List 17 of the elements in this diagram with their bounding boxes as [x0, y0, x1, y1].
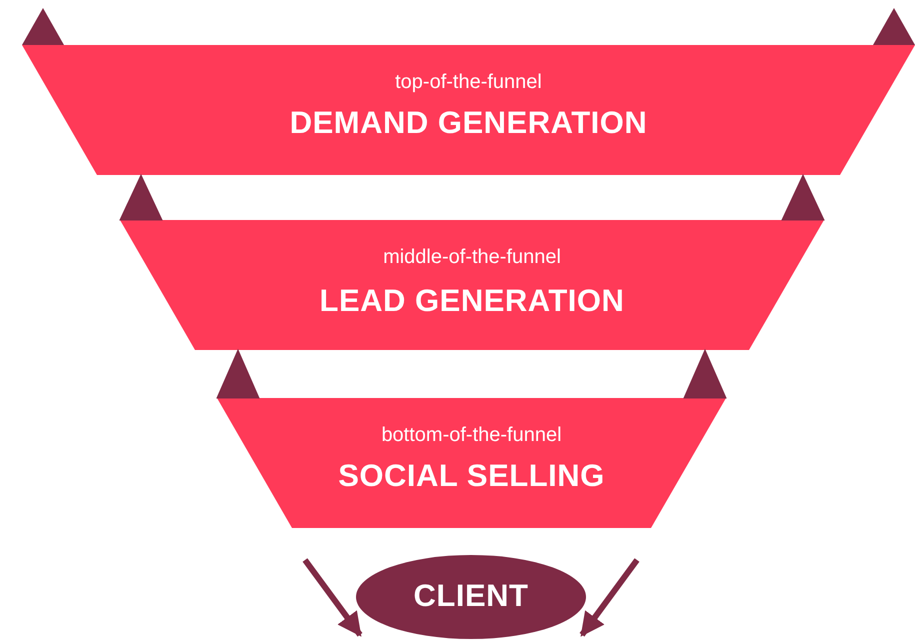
- stage-title: LEAD GENERATION: [318, 283, 626, 319]
- stage-subtitle: bottom-of-the-funnel: [380, 424, 563, 447]
- arrow: [580, 558, 640, 637]
- triangle-arrow: [781, 174, 825, 220]
- result-label: CLIENT: [412, 578, 530, 614]
- funnel-stage: [22, 45, 915, 175]
- triangle-arrow: [119, 174, 163, 220]
- stage-title: SOCIAL SELLING: [337, 458, 606, 494]
- stage-subtitle: top-of-the-funnel: [394, 71, 543, 94]
- triangle-arrow: [683, 348, 727, 398]
- result-ellipse: [356, 555, 586, 639]
- arrow: [302, 558, 362, 637]
- stage-subtitle: middle-of-the-funnel: [382, 246, 562, 269]
- stage-title: DEMAND GENERATION: [288, 105, 648, 141]
- triangle-arrow: [216, 348, 260, 398]
- funnel-stage: [217, 398, 726, 528]
- funnel-stage: [120, 220, 824, 350]
